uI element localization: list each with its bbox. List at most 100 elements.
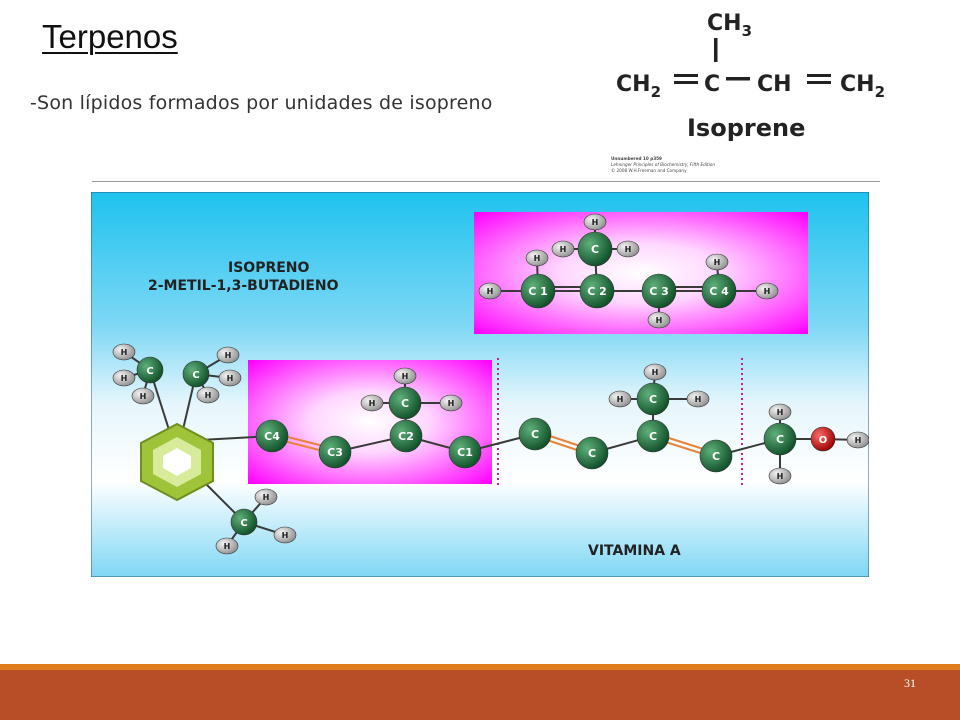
- atom-label: H: [402, 372, 409, 381]
- footer-bar: [0, 670, 960, 720]
- atom-label: C1: [457, 446, 473, 459]
- svg-text:CH3: CH3: [707, 11, 752, 40]
- atom-label: H: [487, 287, 494, 296]
- isoprene-formula: CH3 CH2 C CH CH2 Isoprene Unnumbered 10 …: [611, 11, 885, 173]
- hydrogen-atom: [196, 386, 220, 404]
- atom-label: H: [652, 368, 659, 377]
- atom-label: H: [263, 493, 270, 502]
- atom-label: H: [140, 392, 147, 401]
- atom-label: H: [224, 542, 231, 551]
- hydrogen-atom: [112, 369, 136, 387]
- hydrogen-atom: [360, 394, 384, 412]
- slide-title: Terpenos: [42, 18, 178, 55]
- hydrogen-atom: [643, 363, 667, 381]
- carbon-atom: [575, 436, 609, 470]
- carbon-atom: [699, 439, 733, 473]
- carbon-atom: [389, 419, 423, 453]
- butadieno-label: 2-METIL-1,3-BUTADIENO: [148, 278, 339, 294]
- atom-label: H: [764, 287, 771, 296]
- hydrogen-atom: [112, 343, 136, 361]
- hydrogen-atom: [215, 537, 239, 555]
- carbon-atom: [636, 382, 670, 416]
- ch3-label: CH: [707, 11, 742, 36]
- atom-label: C: [588, 447, 596, 460]
- atom-label: H: [225, 351, 232, 360]
- hydrogen-atom: [218, 369, 242, 387]
- atom-label: C 4: [709, 285, 729, 298]
- atom-label: H: [560, 245, 567, 254]
- hydrogen-atom: [478, 282, 502, 300]
- atom-label: C3: [327, 446, 343, 459]
- hydrogen-atom: [525, 249, 549, 267]
- carbon-atom: [318, 435, 352, 469]
- carbon-atom: [577, 231, 613, 267]
- ch2-left-sub: 2: [651, 83, 661, 101]
- carbon-atom: [763, 422, 797, 456]
- page-number: 31: [904, 676, 916, 690]
- atom-label: H: [777, 472, 784, 481]
- atom-label: H: [714, 258, 721, 267]
- svg-text:CH2: CH2: [840, 72, 885, 101]
- hydrogen-atom: [768, 403, 792, 421]
- hydrogen-atom: [768, 467, 792, 485]
- ch-mid-label: CH: [757, 72, 792, 97]
- atom-label: H: [534, 254, 541, 263]
- ch2-right-sub: 2: [875, 83, 885, 101]
- atom-label: C 1: [528, 285, 548, 298]
- atom-label: H: [625, 245, 632, 254]
- hydrogen-atom: [755, 282, 779, 300]
- atom-label: H: [592, 218, 599, 227]
- atom-label: C: [401, 397, 409, 410]
- c-center-label: C: [704, 72, 720, 97]
- carbon-atom: [641, 273, 677, 309]
- hydrogen-atom: [439, 394, 463, 412]
- credit-line-1: Unnumbered 10 p359: [611, 156, 662, 161]
- atom-label: H: [777, 408, 784, 417]
- atom-label: C4: [264, 430, 280, 443]
- hydrogen-atom: [616, 240, 640, 258]
- carbon-atom: [701, 273, 737, 309]
- hydrogen-atom: [551, 240, 575, 258]
- atom-label: C: [591, 243, 599, 256]
- oxygen-atom: [810, 426, 836, 452]
- atom-label: H: [656, 316, 663, 325]
- hydrogen-atom: [273, 526, 297, 544]
- carbon-atom: [136, 356, 164, 384]
- vitamin-isoprene-box: [248, 360, 492, 484]
- atom-label: H: [617, 395, 624, 404]
- carbon-atom: [182, 360, 210, 388]
- isoprene-unit-box: [474, 212, 808, 334]
- hydrogen-atom: [846, 431, 869, 449]
- credit-line-3: © 2008 W.H.Freeman and Company: [611, 168, 687, 173]
- credit-line-2: Lehninger Principles of Biochemistry, Fi…: [611, 162, 715, 167]
- hydrogen-atom: [608, 390, 632, 408]
- hydrogen-atom: [705, 253, 729, 271]
- bullet-text: -Son lípidos formados por unidades de is…: [30, 92, 493, 114]
- carbon-atom: [636, 419, 670, 453]
- ch2-left-label: CH: [616, 72, 651, 97]
- ch3-sub: 3: [742, 22, 752, 40]
- atom-label: H: [695, 395, 702, 404]
- atom-label: H: [121, 374, 128, 383]
- footer-accent: [0, 664, 960, 670]
- atom-label: C: [776, 433, 784, 446]
- atom-label: O: [819, 435, 828, 446]
- carbon-atom: [230, 508, 258, 536]
- hydrogen-atom: [583, 213, 607, 231]
- atom-label: H: [855, 436, 862, 445]
- divider-line: [92, 181, 880, 182]
- vitamin-a-diagram: ISOPRENO 2-METIL-1,3-BUTADIENO VITAMINA …: [91, 192, 869, 577]
- carbon-atom: [579, 273, 615, 309]
- hydrogen-atom: [216, 346, 240, 364]
- carbon-atom: [448, 435, 482, 469]
- hydrogen-atom: [254, 488, 278, 506]
- atom-label: C 3: [649, 285, 669, 298]
- atom-label: H: [369, 399, 376, 408]
- carbon-atom: [255, 419, 289, 453]
- atom-label: C: [240, 518, 247, 529]
- atom-label: C 2: [587, 285, 607, 298]
- atom-label: C2: [398, 430, 414, 443]
- carbon-atom: [520, 273, 556, 309]
- carbon-atom: [518, 417, 552, 451]
- hydrogen-atom: [647, 311, 671, 329]
